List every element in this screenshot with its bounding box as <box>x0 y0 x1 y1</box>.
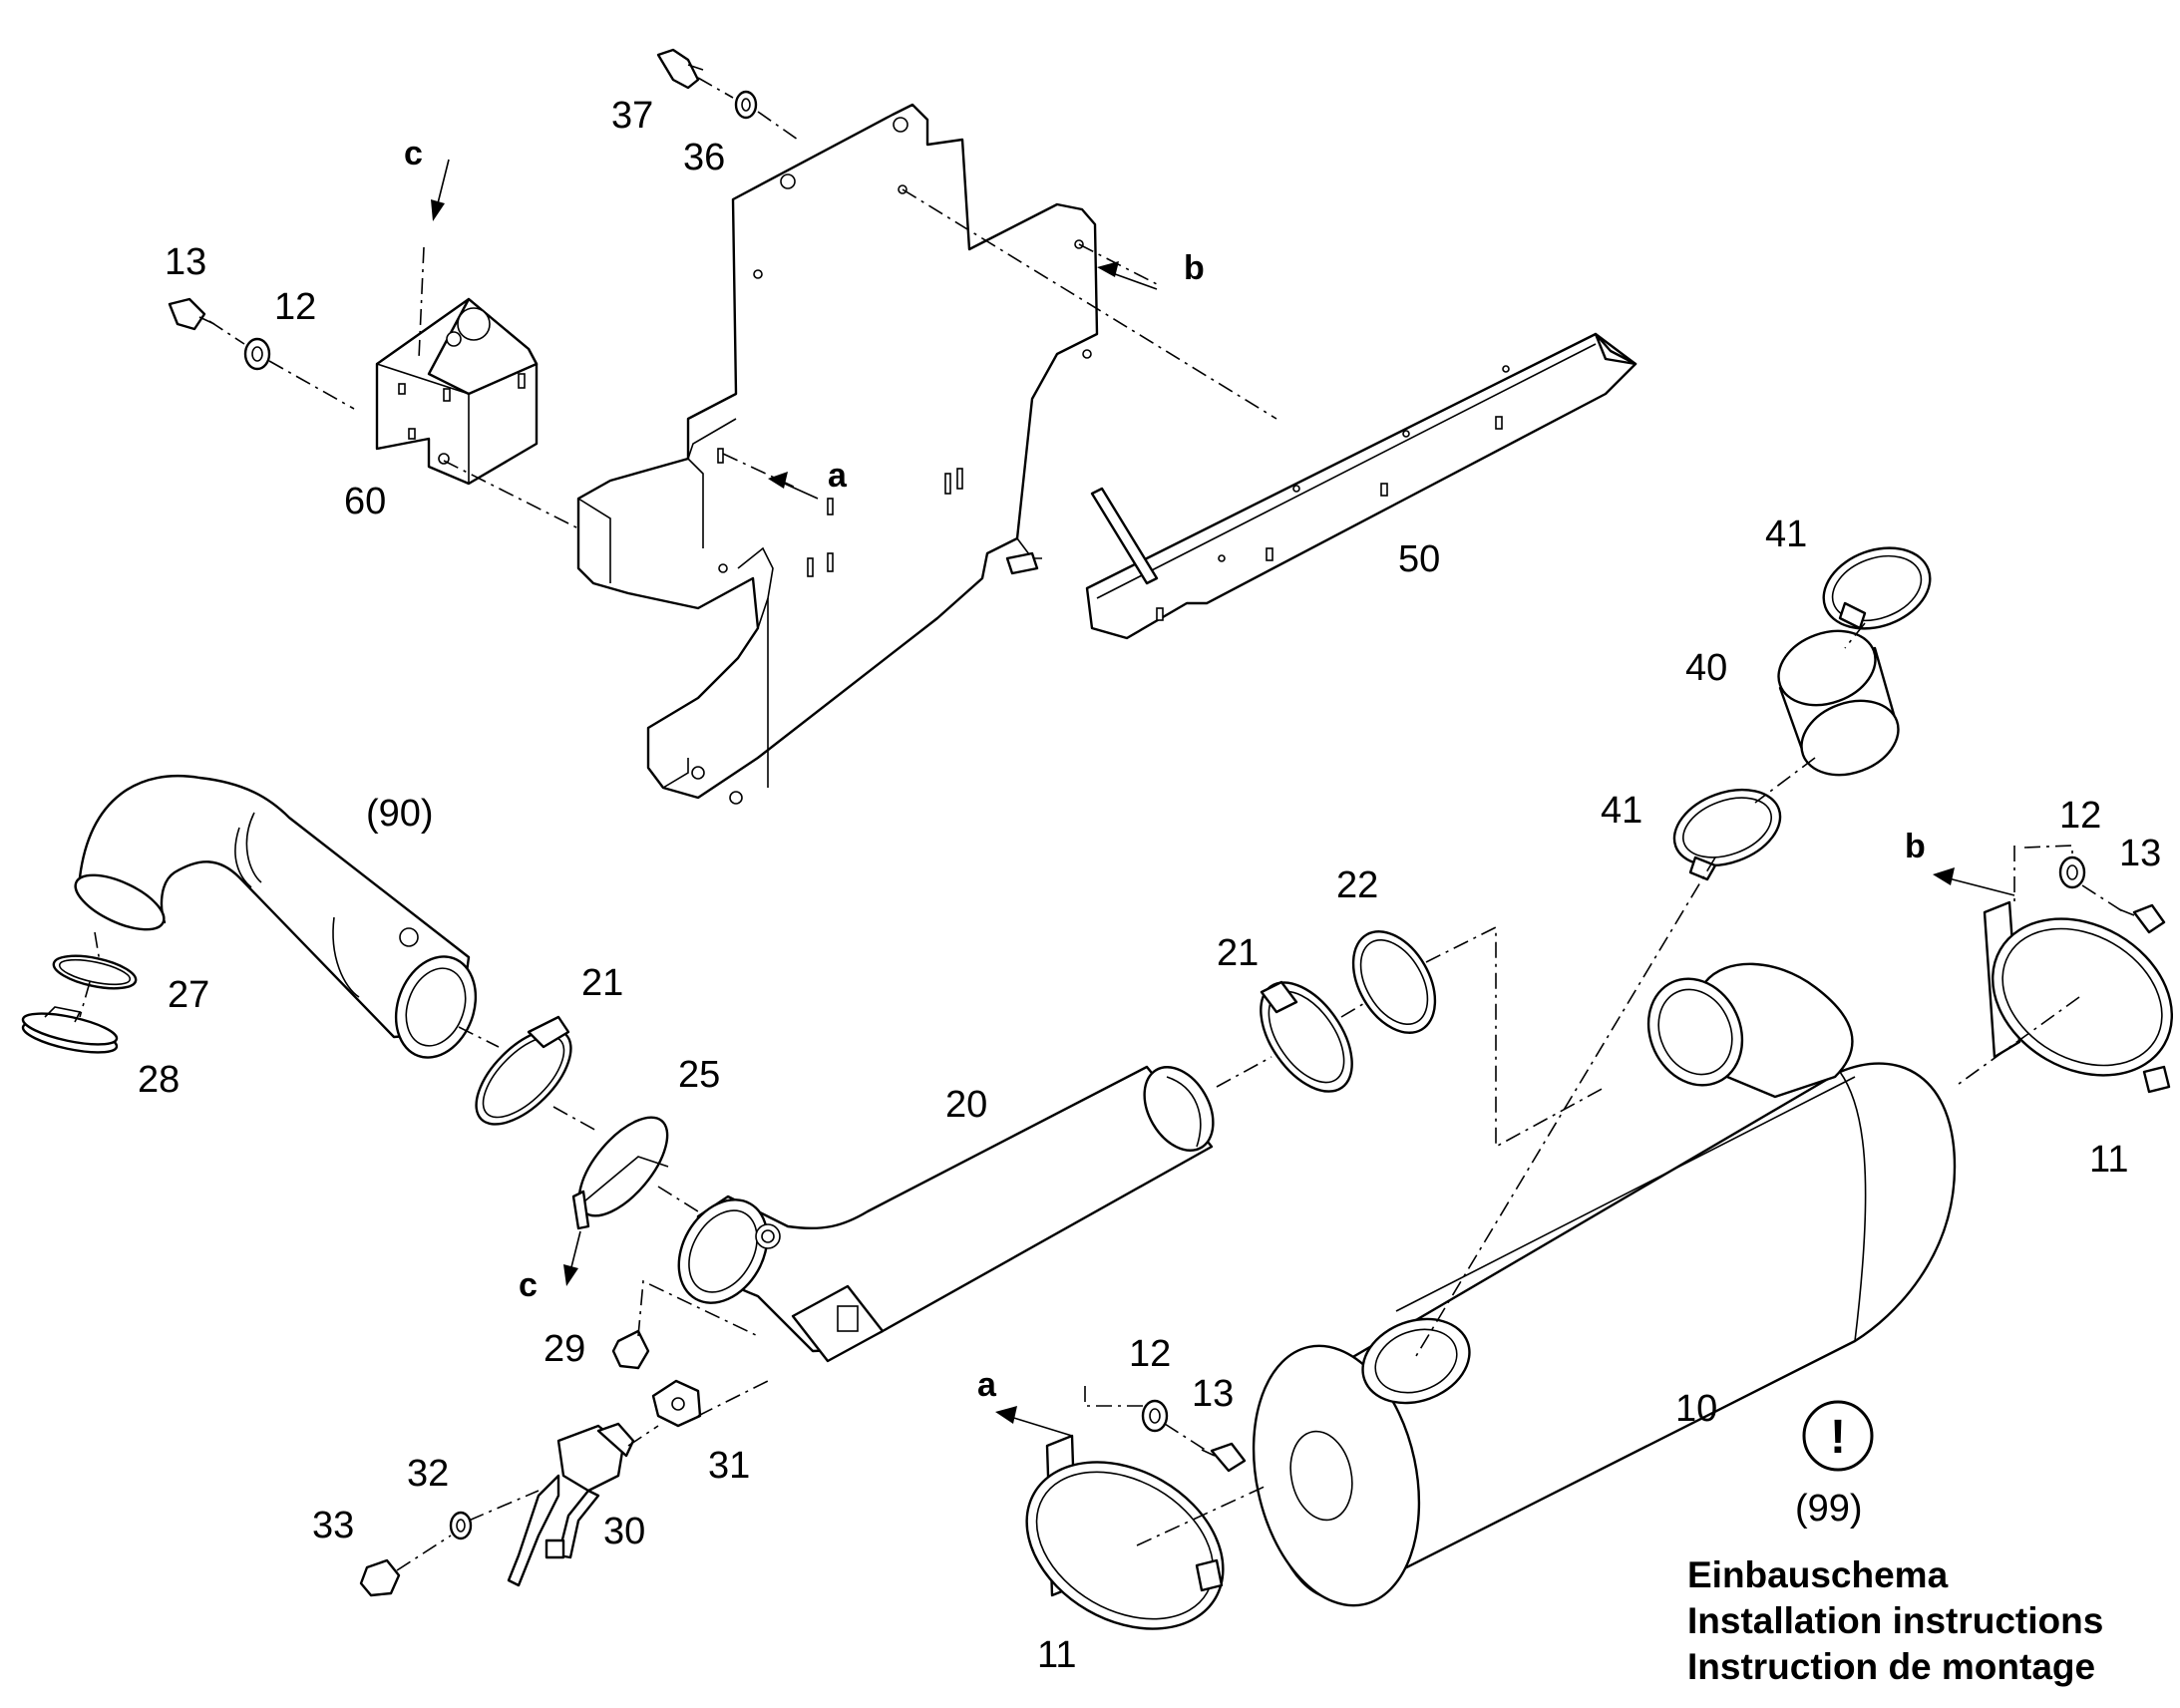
clamp-25 <box>571 1116 669 1230</box>
label-27: 27 <box>168 974 209 1016</box>
ref-letter-b-right: b <box>1905 828 1926 865</box>
notice-symbol: ! <box>1830 1411 1846 1464</box>
connector-40 <box>1777 629 1900 777</box>
ref-arrow-c-lower <box>563 1230 581 1286</box>
label-29: 29 <box>544 1328 585 1370</box>
label-25: 25 <box>678 1054 720 1096</box>
label-40: 40 <box>1685 647 1727 689</box>
clamp-21-right <box>1260 980 1353 1093</box>
clamp-41-top <box>1822 546 1932 630</box>
ref-arrow-b-top <box>1097 261 1158 290</box>
washer-12-lower <box>1141 1399 1169 1433</box>
nut-29 <box>611 1329 650 1370</box>
label-41-lower: 41 <box>1601 790 1642 832</box>
installation-instructions: Einbauschema Installation instructions I… <box>1687 1554 2103 1687</box>
label-33: 33 <box>312 1505 354 1546</box>
label-90: (90) <box>366 793 434 835</box>
flange-31 <box>651 1379 702 1428</box>
label-20: 20 <box>945 1084 987 1126</box>
bolt-13-right <box>2118 903 2166 934</box>
label-13-right: 13 <box>2119 833 2161 874</box>
ref-letter-a-lower: a <box>977 1366 997 1404</box>
support-rail-50 <box>1085 332 1637 640</box>
label-21-right: 21 <box>1217 932 1259 974</box>
sensor-30 <box>507 1422 635 1587</box>
reference-letters: c b a b a c <box>404 135 1926 1404</box>
label-99: (99) <box>1795 1488 1863 1530</box>
clamp-21-left <box>475 1015 572 1126</box>
clamp-41-lower <box>1672 788 1782 881</box>
label-31: 31 <box>708 1445 750 1487</box>
label-12-right: 12 <box>2059 795 2101 837</box>
gasket-ring-27 <box>52 954 138 990</box>
washer-36 <box>734 90 758 120</box>
label-21-left: 21 <box>581 962 623 1004</box>
label-13-lower: 13 <box>1192 1373 1234 1415</box>
ref-arrow-b-right <box>1933 867 2015 896</box>
label-36: 36 <box>683 137 725 178</box>
ref-letter-c-top: c <box>404 135 423 172</box>
label-11-right: 11 <box>2089 1139 2128 1181</box>
instruction-fr: Instruction de montage <box>1687 1646 2095 1687</box>
washer-32 <box>449 1511 473 1540</box>
ref-arrow-c-top <box>431 159 450 221</box>
label-60: 60 <box>344 481 386 522</box>
ref-arrow-a-top <box>768 472 819 500</box>
warning-exclamation-icon: ! <box>1802 1400 1874 1472</box>
nut-33 <box>359 1558 401 1597</box>
heat-shield <box>576 103 1099 805</box>
bolt-37 <box>656 48 704 90</box>
leader-lines <box>79 77 2125 1571</box>
label-12-lower: 12 <box>1129 1333 1171 1375</box>
washer-12-right <box>2058 855 2086 889</box>
muffler-10 <box>1252 962 1957 1607</box>
label-12-top: 12 <box>274 286 316 328</box>
label-32: 32 <box>407 1453 449 1495</box>
clamp-28 <box>21 1006 119 1054</box>
mount-clamp-11-lower <box>1025 1434 1225 1630</box>
label-10: 10 <box>1675 1388 1717 1430</box>
ref-letter-a-top: a <box>828 457 848 495</box>
instruction-de: Einbauschema <box>1687 1554 1949 1595</box>
bolt-13-lower <box>1201 1442 1247 1473</box>
ref-arrow-a-lower <box>995 1406 1073 1437</box>
label-50: 50 <box>1398 538 1440 580</box>
mount-clamp-11-right <box>1983 900 2174 1094</box>
label-11-lower: 11 <box>1037 1634 1076 1676</box>
pipe-20 <box>677 1065 1215 1363</box>
label-30: 30 <box>603 1511 645 1552</box>
label-28: 28 <box>138 1059 180 1101</box>
label-37: 37 <box>611 95 653 137</box>
part-labels: 37 36 13 12 60 50 41 40 41 (90) 27 28 21… <box>138 95 2161 1676</box>
ref-letter-c-lower: c <box>519 1266 538 1304</box>
elbow-pipe-90 <box>74 774 478 1059</box>
ref-letter-b-top: b <box>1184 249 1205 287</box>
label-41-top: 41 <box>1765 513 1807 555</box>
ring-22 <box>1351 930 1437 1034</box>
washer-12-top <box>243 337 271 371</box>
bracket-60 <box>375 297 539 486</box>
bolt-13-top <box>168 297 215 331</box>
label-22: 22 <box>1336 864 1378 906</box>
instruction-en: Installation instructions <box>1687 1600 2103 1641</box>
label-13-top: 13 <box>165 241 206 283</box>
